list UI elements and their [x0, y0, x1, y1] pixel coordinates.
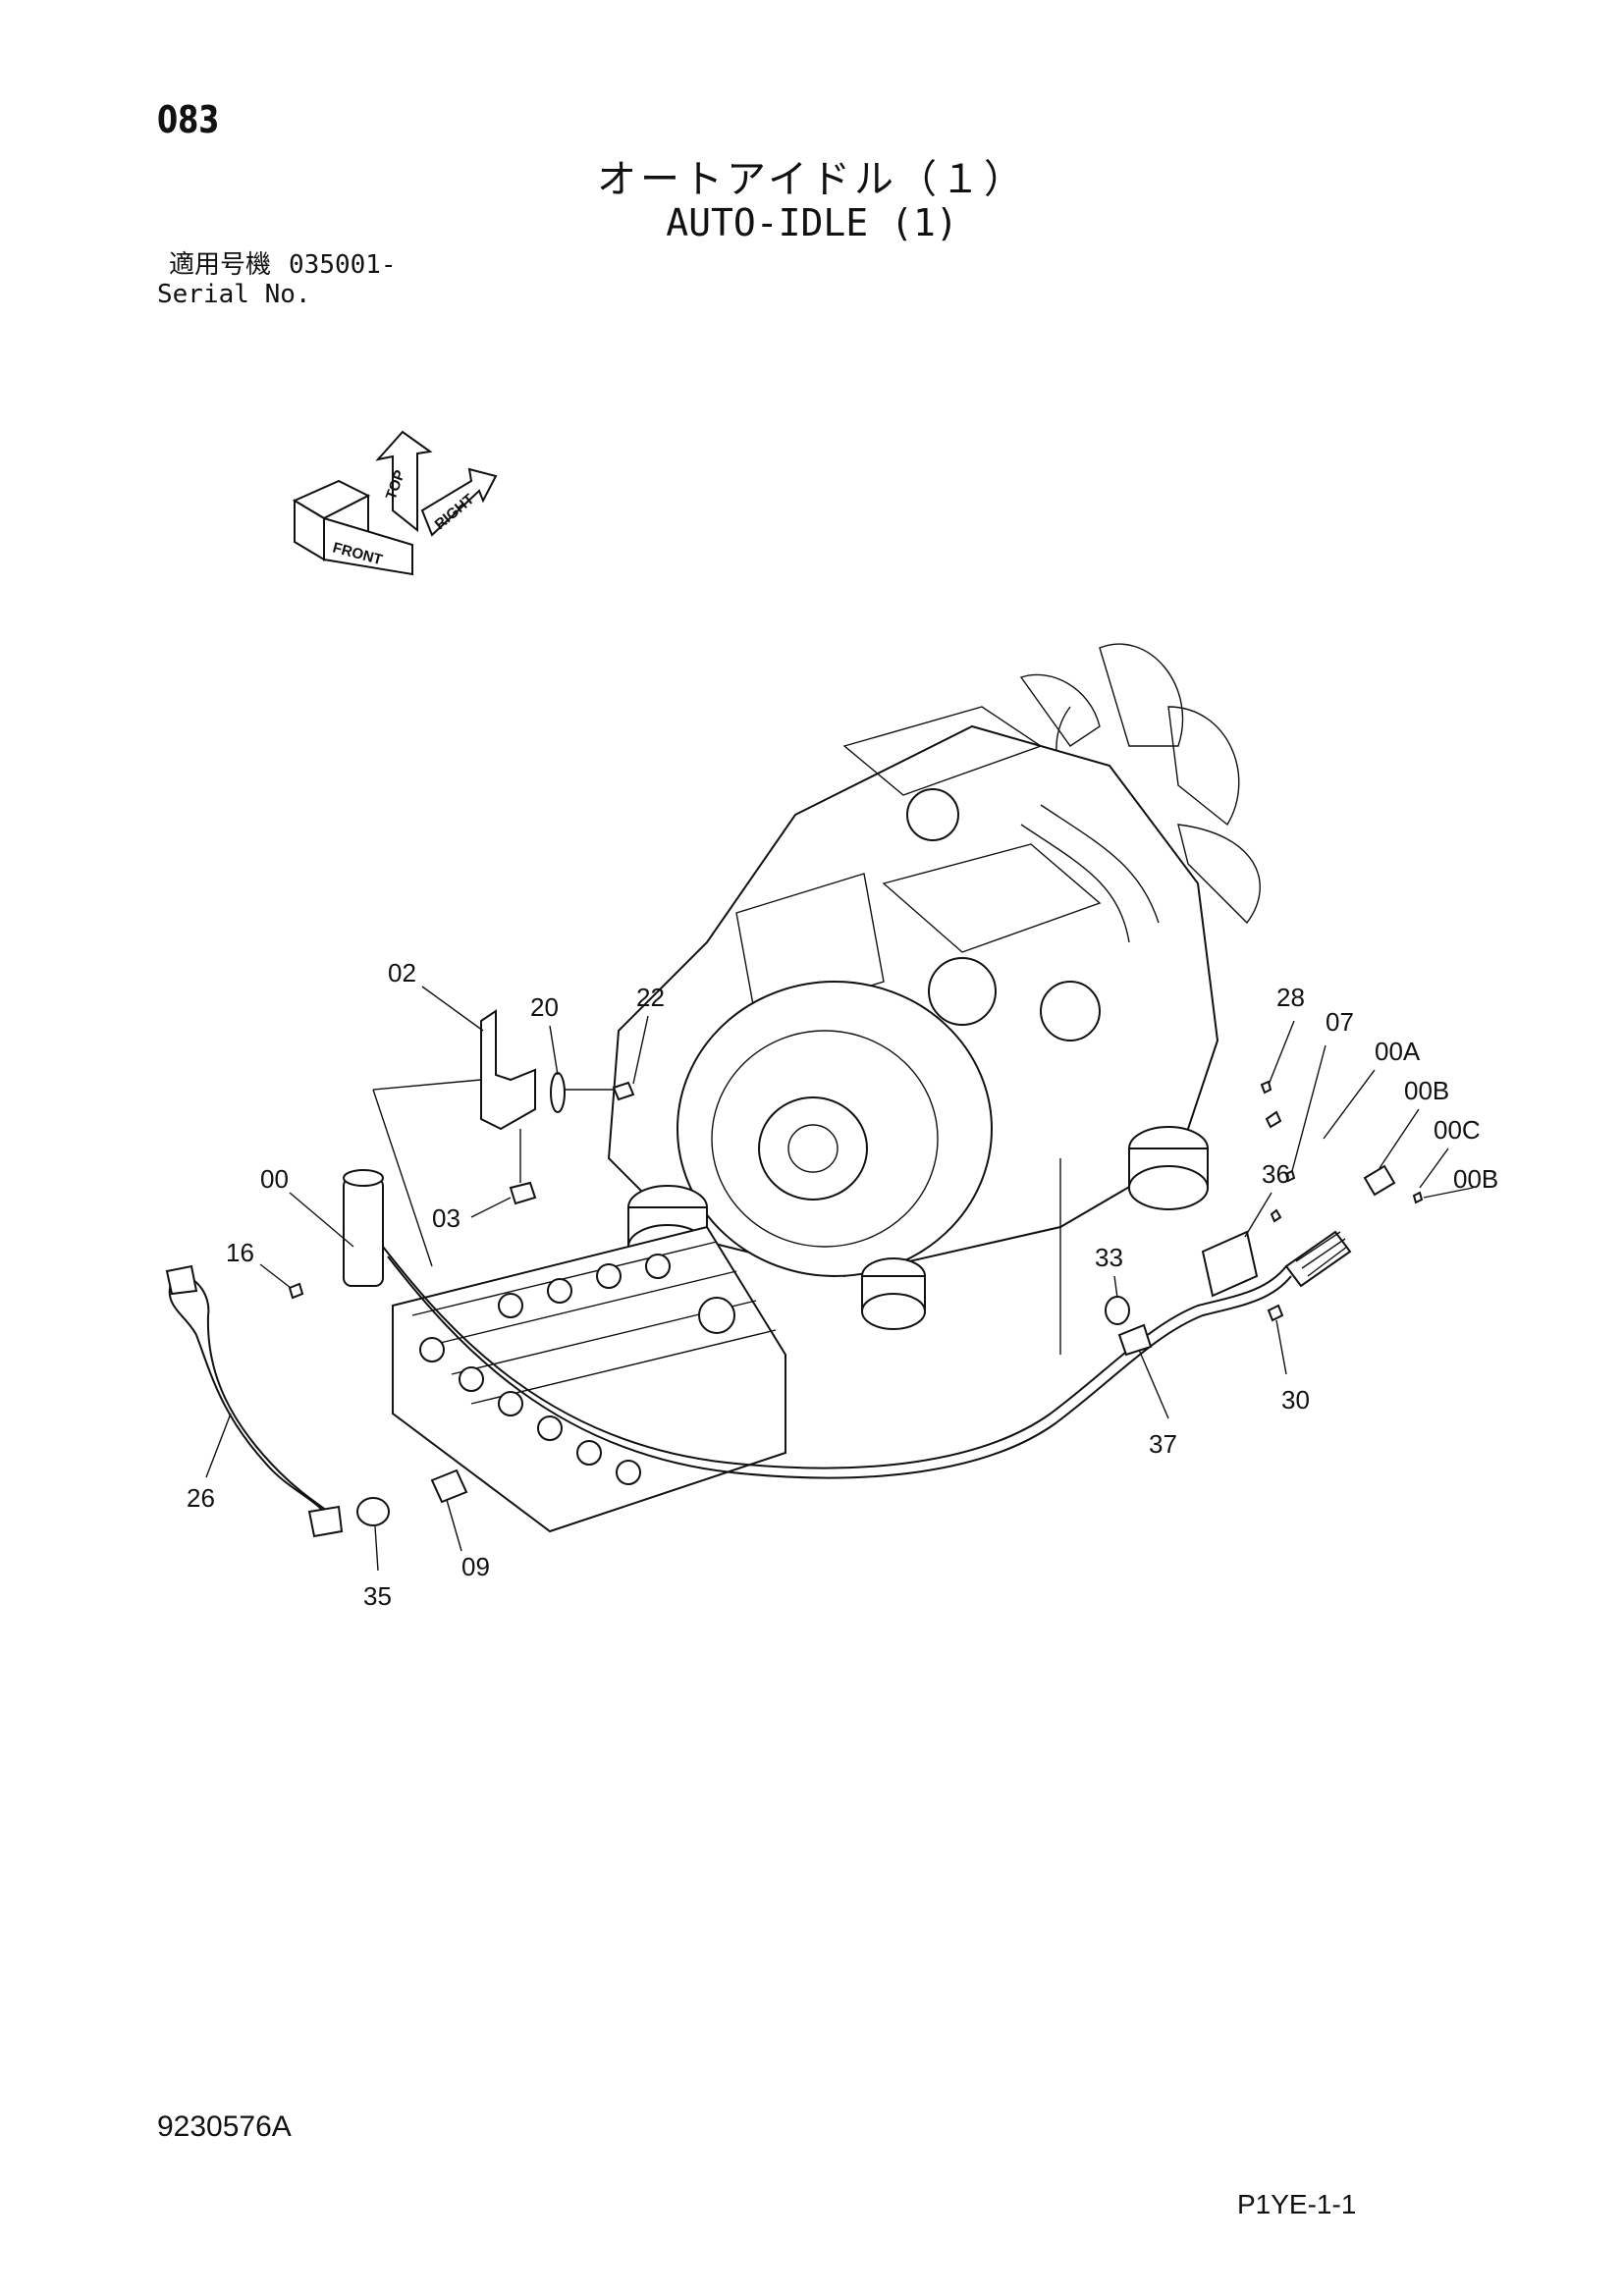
callout-20: 20 — [530, 992, 559, 1022]
callout-02: 02 — [388, 958, 416, 988]
callout-35: 35 — [363, 1581, 392, 1611]
callout-16: 16 — [226, 1238, 254, 1267]
serial-number-block: 適用号機 035001- Serial No. — [157, 250, 397, 309]
control-valve-assembly — [288, 1169, 786, 1533]
bolt-16-icon — [288, 1282, 304, 1300]
cable-end-assembly — [1105, 1080, 1424, 1357]
plate-36-icon — [1201, 1230, 1259, 1298]
callout-00b-second: 00B — [1453, 1164, 1498, 1194]
drawing-number: 9230576A — [157, 2110, 292, 2143]
callout-03: 03 — [432, 1203, 460, 1233]
clip-00b2-icon — [1412, 1191, 1424, 1204]
orientation-marker: FRONT TOP RIGHT — [292, 430, 498, 576]
callout-30: 30 — [1281, 1385, 1310, 1415]
bracket-02-icon — [480, 1009, 536, 1131]
cable-boot-icon — [1284, 1230, 1352, 1288]
callout-28: 28 — [1276, 983, 1305, 1012]
sheet-code: P1YE-1-1 — [1237, 2189, 1357, 2219]
callout-33: 33 — [1095, 1243, 1123, 1272]
right-arrow-icon — [420, 467, 498, 537]
bolt-22-icon — [612, 1081, 635, 1101]
callout-22: 22 — [636, 983, 665, 1012]
serial-label-japanese: 適用号機 — [169, 250, 272, 280]
bolt-03-icon — [509, 1181, 537, 1205]
callout-07: 07 — [1326, 1007, 1354, 1037]
page-number: 083 — [157, 98, 220, 141]
callout-37: 37 — [1149, 1429, 1177, 1459]
top-arrow-icon — [375, 430, 433, 533]
rod-end-00b-icon — [1363, 1164, 1396, 1197]
throttle-cable — [382, 1246, 1292, 1479]
front-arrow-icon — [323, 516, 413, 576]
callout-36: 36 — [1262, 1159, 1290, 1189]
nut-00c-icon — [1270, 1208, 1282, 1223]
callout-00b: 00B — [1404, 1076, 1449, 1105]
callout-00: 00 — [260, 1164, 289, 1194]
callout-09: 09 — [461, 1552, 490, 1581]
sensor-09-icon — [430, 1468, 468, 1504]
callout-labels: 02 20 22 00 03 16 28 07 00A 00B 00C 00B … — [187, 958, 1498, 1611]
nut-33-icon — [1105, 1296, 1130, 1325]
page-title: AUTO-IDLE (1) — [666, 201, 958, 244]
callout-00a: 00A — [1375, 1037, 1421, 1066]
engine-illustration — [607, 643, 1261, 1355]
serial-label: Serial No. — [157, 280, 311, 309]
serial-value: 035001- — [289, 250, 397, 280]
bracket-assembly — [372, 1009, 635, 1267]
callout-00c: 00C — [1434, 1115, 1481, 1145]
page-title-japanese: オートアイドル（１） — [597, 157, 1027, 202]
callout-26: 26 — [187, 1483, 215, 1513]
pin-00a-icon — [1265, 1110, 1282, 1129]
clamp-37-icon — [1117, 1323, 1153, 1357]
washer-20-icon — [550, 1072, 566, 1113]
solenoid-00-icon — [343, 1177, 384, 1287]
harness-26 — [165, 1264, 344, 1538]
leader-lines — [205, 986, 1474, 1572]
clamp-35-icon — [356, 1497, 390, 1526]
spring-07-icon — [1284, 1169, 1296, 1183]
bolt-30-icon — [1267, 1304, 1284, 1322]
